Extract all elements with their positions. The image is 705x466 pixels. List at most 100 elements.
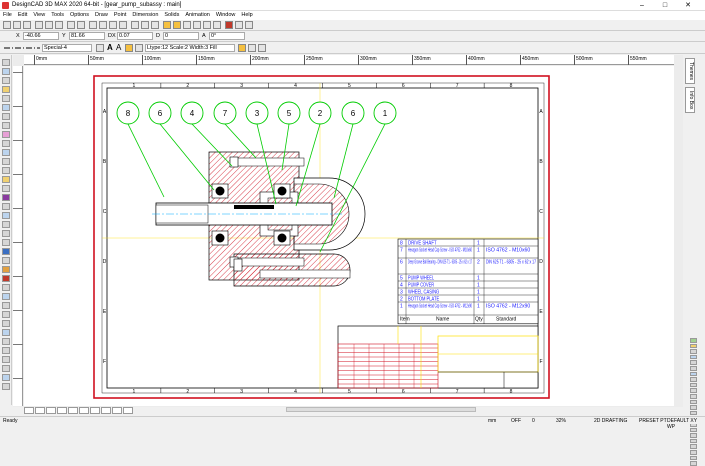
left-tool-icon[interactable] — [2, 257, 10, 264]
status-mode[interactable]: 2D DRAFTING — [594, 418, 628, 424]
properties-icon[interactable] — [235, 21, 243, 29]
left-tool-icon[interactable] — [2, 185, 10, 192]
right-tool-icon[interactable] — [690, 433, 697, 438]
menu-edit[interactable]: Edit — [17, 12, 28, 18]
left-tool-icon[interactable] — [2, 131, 10, 138]
size-a-small-label[interactable]: A — [116, 43, 122, 52]
left-tool-icon[interactable] — [2, 113, 10, 120]
menu-window[interactable]: Window — [215, 12, 236, 18]
grid-icon[interactable] — [151, 21, 159, 29]
left-tool-icon[interactable] — [2, 158, 10, 165]
record-icon[interactable] — [225, 21, 233, 29]
right-tool-icon[interactable] — [690, 343, 697, 349]
info-box-tab[interactable]: Info Box — [685, 87, 695, 113]
x-field[interactable]: -40.66 — [23, 32, 59, 40]
sheet-tab[interactable] — [35, 407, 45, 414]
menu-help[interactable]: Help — [241, 12, 253, 18]
color-icon[interactable] — [135, 44, 143, 52]
right-tool-icon[interactable] — [690, 444, 697, 449]
layers-icon[interactable] — [141, 21, 149, 29]
left-tool-icon[interactable] — [2, 194, 10, 201]
snap-icon[interactable] — [248, 44, 256, 52]
left-tool-icon[interactable] — [2, 248, 10, 255]
redo-icon[interactable] — [77, 21, 85, 29]
left-tool-icon[interactable] — [2, 230, 10, 237]
left-tool-icon[interactable] — [2, 167, 10, 174]
close-button[interactable]: ✕ — [685, 2, 691, 9]
cut-icon[interactable] — [35, 21, 43, 29]
sheet-tab[interactable] — [90, 407, 100, 414]
left-tool-icon[interactable] — [2, 356, 10, 363]
left-tool-icon[interactable] — [2, 320, 10, 327]
zoom-in-icon[interactable] — [99, 21, 107, 29]
sheet-tab[interactable] — [24, 407, 34, 414]
right-tool-icon[interactable] — [690, 405, 697, 410]
right-tool-icon[interactable] — [690, 371, 697, 377]
sheet-tab[interactable] — [112, 407, 122, 414]
left-tool-icon[interactable] — [2, 140, 10, 147]
undo-icon[interactable] — [67, 21, 75, 29]
right-tool-icon[interactable] — [690, 410, 697, 416]
view-side-icon[interactable] — [203, 21, 211, 29]
menu-dimension[interactable]: Dimension — [132, 12, 159, 18]
right-tool-icon[interactable] — [690, 366, 697, 371]
sheet-tab[interactable] — [57, 407, 67, 414]
left-tool-icon[interactable] — [2, 338, 10, 345]
left-tool-icon[interactable] — [2, 203, 10, 210]
menu-draw[interactable]: Draw — [95, 12, 108, 18]
sheet-tab[interactable] — [68, 407, 78, 414]
left-tool-icon[interactable] — [2, 68, 10, 75]
sheet-tabs[interactable] — [24, 407, 284, 415]
sheet-tab[interactable] — [46, 407, 56, 414]
right-tool-icon[interactable] — [690, 382, 697, 388]
right-tool-icon[interactable] — [690, 438, 697, 444]
left-tool-icon[interactable] — [2, 365, 10, 372]
help-icon[interactable] — [245, 21, 253, 29]
left-tool-icon[interactable] — [2, 302, 10, 309]
status-view[interactable]: DEFAULT XY WP — [667, 418, 698, 430]
3d-mode-icon[interactable] — [173, 21, 181, 29]
print-icon[interactable] — [89, 21, 97, 29]
left-tool-icon[interactable] — [2, 374, 10, 381]
sheet-tab[interactable] — [79, 407, 89, 414]
status-off[interactable]: OFF — [511, 418, 521, 424]
line-type-select[interactable]: Special-4 — [42, 44, 92, 52]
status-preset[interactable]: PRESET PT — [639, 418, 667, 424]
zoom-out-icon[interactable] — [109, 21, 117, 29]
view-iso-icon[interactable] — [213, 21, 221, 29]
text-style-icon[interactable] — [96, 44, 104, 52]
left-tool-icon[interactable] — [2, 383, 10, 390]
left-tool-icon[interactable] — [2, 122, 10, 129]
left-tool-icon[interactable] — [2, 293, 10, 300]
left-tool-icon[interactable] — [2, 266, 10, 273]
menu-options[interactable]: Options — [70, 12, 89, 18]
view-top-icon[interactable] — [183, 21, 191, 29]
menu-animation[interactable]: Animation — [185, 12, 210, 18]
menu-point[interactable]: Point — [113, 12, 127, 18]
sheet-tab[interactable] — [101, 407, 111, 414]
left-tool-icon[interactable] — [2, 221, 10, 228]
pan-icon[interactable] — [119, 21, 127, 29]
menu-solids[interactable]: Solids — [164, 12, 180, 18]
right-tool-icon[interactable] — [690, 461, 697, 466]
a-field[interactable]: 0° — [209, 32, 245, 40]
left-tool-icon[interactable] — [2, 329, 10, 336]
copy-icon[interactable] — [45, 21, 53, 29]
sheet-tab[interactable] — [123, 407, 133, 414]
left-tool-icon[interactable] — [2, 311, 10, 318]
view-front-icon[interactable] — [193, 21, 201, 29]
right-tool-icon[interactable] — [690, 360, 697, 365]
right-tool-icon[interactable] — [690, 338, 697, 343]
left-tool-icon[interactable] — [2, 86, 10, 93]
left-tool-icon[interactable] — [2, 275, 10, 282]
line-info-select[interactable]: Ltype:12 Scale:2 Width:3 Fill — [145, 44, 235, 52]
new-icon[interactable] — [3, 21, 11, 29]
y-field[interactable]: 81.66 — [69, 32, 105, 40]
left-tool-icon[interactable] — [2, 104, 10, 111]
settings-icon[interactable] — [258, 44, 266, 52]
left-tool-icon[interactable] — [2, 59, 10, 66]
size-a-label[interactable]: A — [107, 43, 113, 52]
left-tool-icon[interactable] — [2, 77, 10, 84]
